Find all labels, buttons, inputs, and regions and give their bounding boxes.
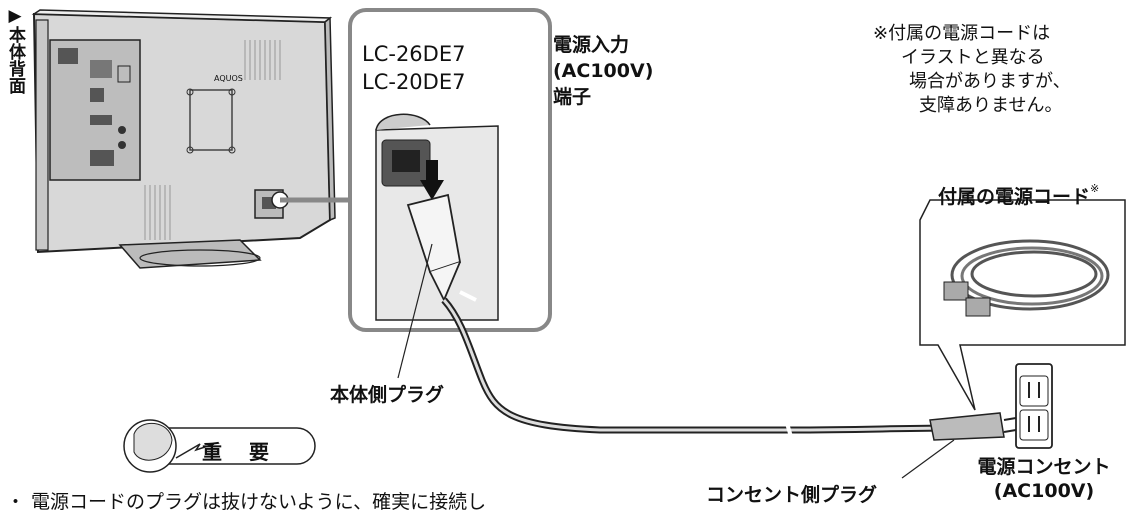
outlet-plug (929, 412, 1017, 441)
outlet-plug-leader (901, 439, 955, 479)
note-line: 場合がありますが、 (909, 71, 1071, 92)
wall-outlet (1015, 363, 1053, 449)
accessory-cord-box (919, 199, 1126, 411)
outlet-plug-label: コンセント側プラグ (706, 484, 878, 506)
outlet-label: 電源コンセント (AC100V) (964, 455, 1124, 503)
cord-note: ※付属の電源コードは イラストと異なる 場合がありますが、 支障ありません。 (873, 22, 1071, 118)
side-label: ▶本体背面 (5, 6, 25, 94)
terminal-label-line: 電源入力 (553, 34, 630, 56)
note-line: ※付属の電源コードは (873, 23, 1051, 44)
model-numbers: LC-26DE7 LC-20DE7 (362, 40, 465, 96)
important-badge (123, 419, 316, 473)
terminal-label: 電源入力 (AC100V) 端子 (553, 32, 653, 110)
model-number: LC-20DE7 (362, 70, 466, 94)
note-line: イラストと異なる (901, 47, 1045, 68)
outlet-label-line: 電源コンセント (977, 456, 1111, 478)
device-plug-leader (397, 243, 433, 379)
notice-text: ・ 電源コードのプラグは抜けないように、確実に接続し (6, 491, 487, 513)
outlet-label-line: (AC100V) (993, 480, 1095, 502)
note-line: 支障ありません。 (919, 95, 1063, 116)
accessory-cord-mark: ※ (1090, 182, 1100, 195)
important-label: 重 要 (202, 440, 279, 464)
tv-back-illustration (31, 9, 336, 269)
terminal-label-line: (AC100V) (553, 60, 654, 82)
accessory-cord-label: 付属の電源コード※ (938, 182, 1099, 209)
inlet-closeup (375, 113, 499, 321)
tv-logo: AQUOS (214, 74, 243, 83)
accessory-cord-label-text: 付属の電源コード (938, 186, 1091, 208)
terminal-label-line: 端子 (553, 86, 592, 108)
device-plug-label: 本体側プラグ (330, 384, 445, 406)
model-number: LC-26DE7 (362, 42, 466, 66)
